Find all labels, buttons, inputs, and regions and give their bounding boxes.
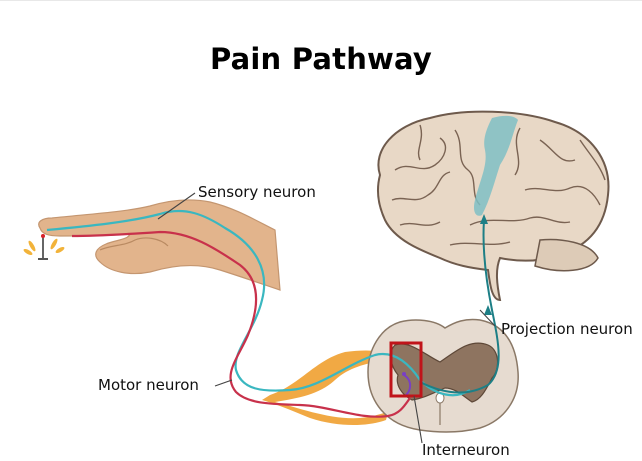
arrow-head-icon — [484, 305, 492, 315]
interneuron-highlight-box — [389, 341, 423, 398]
somatosensory-cortex-highlight — [473, 115, 518, 216]
gray-matter — [390, 342, 499, 403]
thumb-crease — [99, 237, 169, 251]
brain — [376, 110, 610, 302]
brain-gyri — [391, 124, 606, 246]
interneuron-leader-line — [413, 395, 423, 444]
motor-leader-line — [214, 379, 233, 387]
top-border — [0, 0, 642, 1]
arrow-head-icon — [480, 214, 488, 224]
cerebellum — [534, 238, 599, 272]
label-projection-neuron: Projection neuron — [501, 320, 633, 338]
page-title: Pain Pathway — [209, 42, 433, 76]
pain-rays-icon — [23, 238, 65, 256]
interneuron-soma — [402, 372, 406, 376]
motor-neuron-path — [71, 230, 411, 418]
sensory-leader-line — [157, 192, 196, 220]
projection-leader-line — [479, 309, 496, 327]
pin-icon — [38, 234, 48, 260]
label-interneuron: Interneuron — [422, 441, 510, 459]
projection-neuron-path — [419, 219, 500, 394]
label-sensory-neuron: Sensory neuron — [198, 183, 316, 201]
label-motor-neuron: Motor neuron — [98, 376, 199, 394]
interneuron-path — [403, 374, 412, 397]
